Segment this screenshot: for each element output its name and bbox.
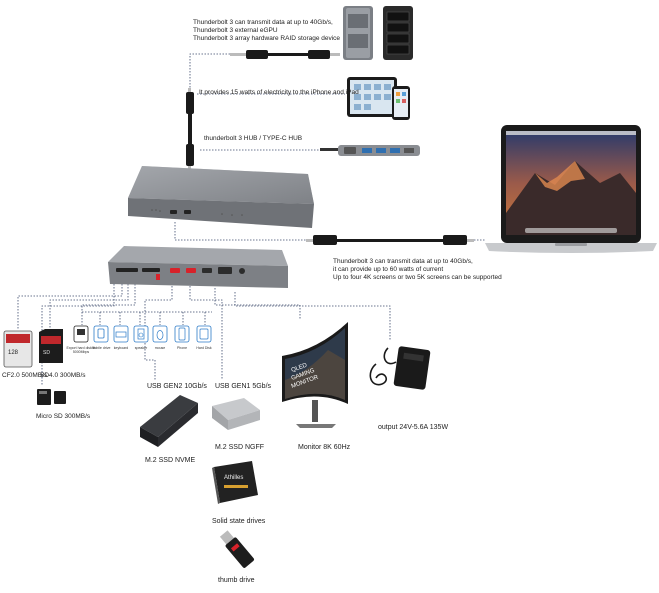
usb-gen2-caption: USB GEN2 10Gb/s <box>147 383 207 390</box>
tb3-top-line <box>189 53 230 90</box>
m2-ngff-enclosure <box>212 398 260 430</box>
cf-caption: CF2.0 500MB/s <box>2 372 48 379</box>
m2-ngff-caption: M.2 SSD NGFF <box>215 444 265 451</box>
usb-a-line <box>81 284 136 325</box>
dc-port <box>239 268 245 274</box>
cf-slot <box>116 268 138 272</box>
device-label: speaker <box>134 346 148 350</box>
export-disk-icon <box>73 325 89 343</box>
sd-caption: SD4.0 300MB/s <box>40 372 86 379</box>
device-label: mouse <box>154 346 166 350</box>
usb-gen1-caption: USB GEN1 5Gb/s <box>215 383 272 390</box>
usb-gen1-line <box>189 286 223 380</box>
device-label: keyboard <box>113 346 129 350</box>
device-label: Export hard disk in 5000Mbps <box>66 346 96 354</box>
dock-to-cable-line <box>174 222 306 241</box>
sd-slot <box>142 268 160 272</box>
thumb-caption: thumb drive <box>218 577 255 584</box>
dc-line <box>234 292 391 340</box>
microsd-card <box>37 389 66 405</box>
device-label: Hard Disk <box>196 346 212 350</box>
tb3-caption: Thunderbolt 3 can transmit data at up to… <box>193 19 341 42</box>
hard-disk-icon <box>196 325 212 343</box>
tb3-cable-laptop <box>306 235 474 245</box>
hub-caption: thunderbolt 3 HUB / TYPE-C HUB <box>204 135 303 142</box>
usb-red-2 <box>186 268 196 273</box>
output-caption: output 24V-5.6A 135W <box>378 424 449 431</box>
curved-monitor: QLED GAMING MONITOR <box>282 322 348 428</box>
dock-front <box>108 246 288 288</box>
phone-icon <box>174 325 190 343</box>
ssd-caption: Solid state drives <box>212 518 266 525</box>
type-c-hub <box>320 145 420 156</box>
monitor-text-1: QLED <box>291 362 309 373</box>
power-adapter <box>369 346 431 390</box>
monitor-caption: Monitor 8K 60Hz <box>298 444 351 451</box>
macbook-laptop <box>485 125 657 253</box>
cf-card: 128 <box>3 330 33 368</box>
usb-gen2-line <box>144 286 173 380</box>
device-label: Phone <box>176 346 188 350</box>
svg-text:SD: SD <box>43 350 50 356</box>
m2-nvme-enclosure <box>140 395 198 447</box>
card-reader-line <box>17 284 123 330</box>
tb3-laptop-caption: Thunderbolt 3 can transmit data at up to… <box>333 258 502 281</box>
sd-card: SD <box>39 329 63 363</box>
usb-red-1 <box>170 268 180 273</box>
tb3-cable-vertical <box>186 88 194 172</box>
microsd-caption: Micro SD 300MB/s <box>36 413 91 420</box>
mobile-drive-icon <box>93 325 109 343</box>
device-label: Mobile drive <box>91 346 111 350</box>
sd-line <box>49 284 129 330</box>
ssd-brand-text: Athilles <box>224 475 243 481</box>
speaker-icon <box>133 325 149 343</box>
hdmi-line <box>214 288 301 320</box>
mouse-icon <box>152 325 168 343</box>
thumb-drive <box>219 530 254 568</box>
svg-text:128: 128 <box>8 350 19 356</box>
raid-storage-device <box>383 6 413 60</box>
m2-nvme-caption: M.2 SSD NVME <box>145 457 196 464</box>
microsd-line <box>41 284 115 386</box>
hdmi-port <box>218 267 232 274</box>
keyboard-icon <box>113 325 129 343</box>
ipad-iphone <box>347 77 410 120</box>
tb3-cable-top <box>230 50 340 59</box>
solid-state-drive: Athilles <box>212 461 258 504</box>
power-ipad-caption: It provides 15 watts of electricity to t… <box>199 89 359 96</box>
dock-rear <box>128 166 314 228</box>
egpu-device <box>343 6 373 60</box>
